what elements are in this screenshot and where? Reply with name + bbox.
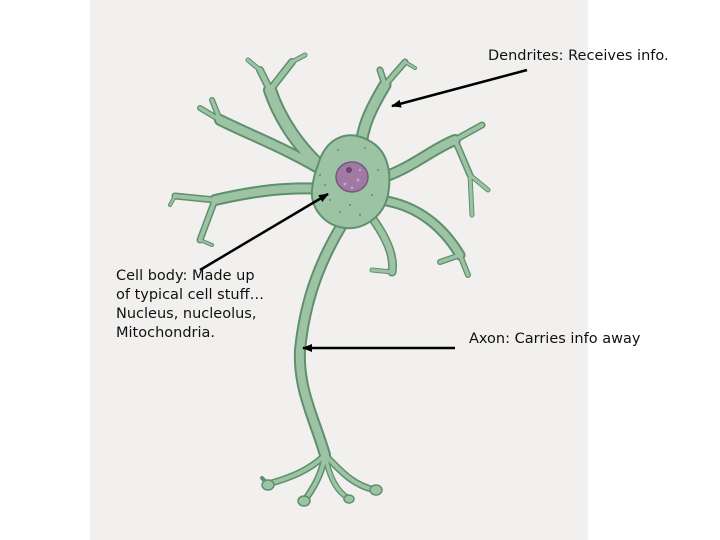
dendrites-label: Dendrites: Receives info. <box>488 48 669 64</box>
axon-label: Axon: Carries info away <box>469 331 641 347</box>
nucleolus <box>346 167 352 173</box>
leader-arrows <box>199 68 528 352</box>
cell-body-arrow <box>199 192 329 272</box>
illustration-panel <box>90 0 588 540</box>
neuron <box>168 52 491 507</box>
cell-body-label: Cell body: Made up of typical cell stuff… <box>116 268 265 341</box>
dendrites-arrow <box>391 68 528 108</box>
